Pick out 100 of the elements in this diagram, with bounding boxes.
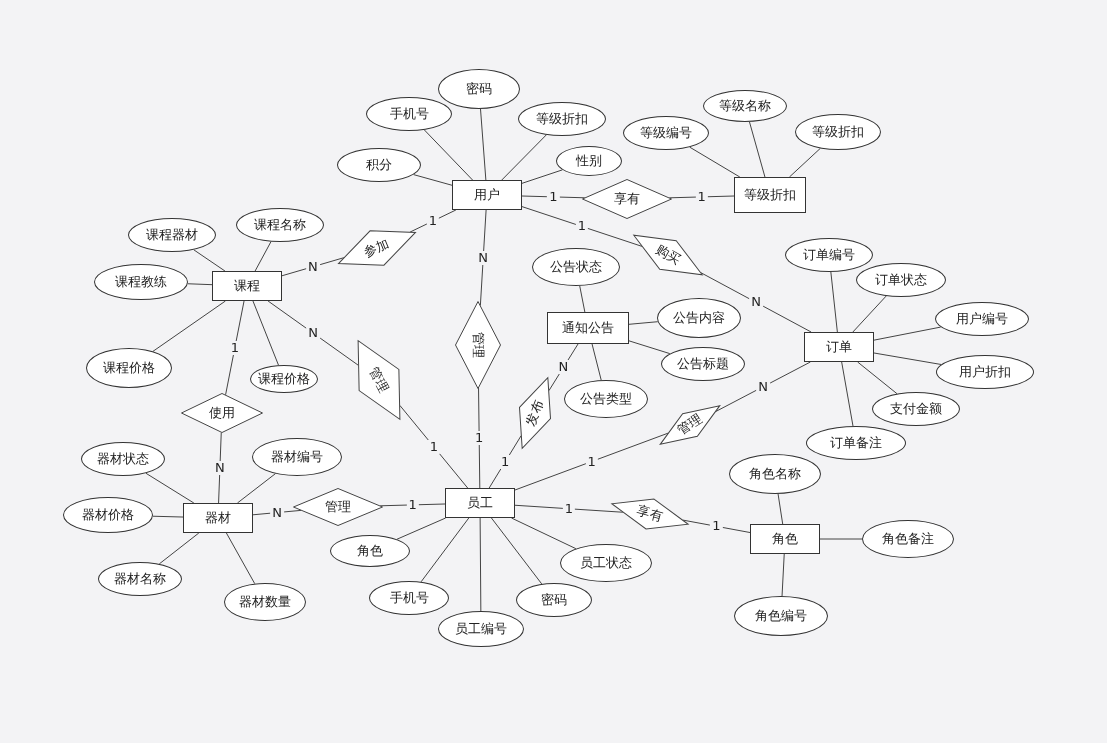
attribute-ellipse xyxy=(661,347,745,381)
connector-line xyxy=(478,387,481,489)
attribute-name: 订单状态 xyxy=(875,271,927,289)
relationship-diamond xyxy=(293,488,383,526)
connector-line xyxy=(413,174,453,186)
attribute-name: 器材数量 xyxy=(239,593,291,611)
connector-line xyxy=(225,532,256,585)
connector-line xyxy=(521,206,643,247)
attribute-name: 公告内容 xyxy=(673,309,725,327)
attribute-name: 课程教练 xyxy=(115,273,167,291)
connector-line xyxy=(514,504,624,513)
attribute-ellipse xyxy=(806,426,906,460)
attribute-name: 角色备注 xyxy=(882,530,934,548)
connector-line xyxy=(187,283,213,286)
attribute-name: 公告类型 xyxy=(580,390,632,408)
attribute-name: 器材名称 xyxy=(114,570,166,588)
entity-box xyxy=(547,312,629,344)
cardinality-label: 1 xyxy=(547,189,560,204)
entity-box xyxy=(804,332,874,362)
attribute-name: 角色 xyxy=(357,542,383,560)
entity-box xyxy=(212,271,282,301)
connector-line xyxy=(628,340,671,355)
attribute-name: 课程名称 xyxy=(254,216,306,234)
connector-line xyxy=(777,493,784,525)
connector-line xyxy=(579,285,586,313)
relationship-name: 管理 xyxy=(470,332,487,358)
connector-line xyxy=(479,517,482,612)
attribute-ellipse xyxy=(856,263,946,297)
attribute-name: 手机号 xyxy=(389,105,429,123)
attribute-ellipse xyxy=(438,69,520,109)
connector-line xyxy=(501,134,547,181)
cardinality-label: 1 xyxy=(585,454,598,469)
entity-name: 器材 xyxy=(205,509,231,527)
attribute-ellipse xyxy=(337,148,421,182)
attribute-name: 器材状态 xyxy=(97,450,149,468)
connector-line xyxy=(689,146,741,178)
cardinality-label: 1 xyxy=(562,501,576,516)
attribute-name: 器材价格 xyxy=(82,506,134,524)
connector-line xyxy=(480,108,487,181)
connector-line xyxy=(152,515,184,518)
relationship-name: 发布 xyxy=(522,397,547,429)
relationship-name: 管理 xyxy=(325,498,351,516)
entity-name: 用户 xyxy=(474,186,500,204)
connector-line xyxy=(521,169,563,184)
cardinality-label: 1 xyxy=(426,214,440,228)
cardinality-label: 1 xyxy=(473,430,486,445)
attribute-name: 性别 xyxy=(576,152,602,170)
attribute-ellipse xyxy=(516,583,592,617)
relationship-diamond xyxy=(582,179,672,219)
attribute-name: 密码 xyxy=(466,80,492,98)
attribute-name: 员工状态 xyxy=(580,554,632,572)
connector-line xyxy=(682,519,751,533)
connector-line xyxy=(852,295,887,333)
attribute-name: 订单编号 xyxy=(803,246,855,264)
connector-line xyxy=(236,473,276,504)
connector-line xyxy=(873,326,942,341)
cardinality-label: N xyxy=(306,326,320,341)
cardinality-label: N xyxy=(270,505,284,520)
attribute-ellipse xyxy=(438,611,524,647)
attribute-name: 公告标题 xyxy=(677,355,729,373)
connector-line xyxy=(628,321,659,325)
relationship-name: 参加 xyxy=(361,234,393,262)
attribute-name: 等级折扣 xyxy=(536,110,588,128)
connector-line xyxy=(152,300,226,352)
attribute-name: 角色名称 xyxy=(749,465,801,483)
connector-line xyxy=(396,517,447,540)
relationship-diamond xyxy=(455,301,501,389)
cardinality-label: 1 xyxy=(406,497,419,512)
relationship-name: 购买 xyxy=(652,240,684,270)
attribute-name: 密码 xyxy=(541,591,567,609)
connector-line xyxy=(514,432,669,491)
attribute-ellipse xyxy=(556,146,622,176)
attribute-name: 积分 xyxy=(366,156,392,174)
relationship-name: 享有 xyxy=(635,501,665,527)
entity-name: 角色 xyxy=(772,530,798,548)
connector-line xyxy=(423,129,474,181)
relationship-name: 使用 xyxy=(209,404,235,422)
connector-line xyxy=(830,271,838,333)
connector-line xyxy=(252,509,302,516)
relationship-name: 管理 xyxy=(365,364,394,396)
attribute-ellipse xyxy=(785,238,873,272)
cardinality-label: 1 xyxy=(695,189,708,204)
cardinality-label: N xyxy=(306,259,320,274)
connector-line xyxy=(841,361,854,427)
attribute-name: 等级编号 xyxy=(640,124,692,142)
attribute-name: 手机号 xyxy=(389,589,429,607)
cardinality-label: N xyxy=(749,295,763,310)
attribute-ellipse xyxy=(366,97,452,131)
attribute-name: 支付金额 xyxy=(890,400,942,418)
connector-line xyxy=(490,517,543,585)
entity-box xyxy=(750,524,820,554)
attribute-ellipse xyxy=(936,355,1034,389)
attribute-name: 等级名称 xyxy=(719,97,771,115)
entity-box xyxy=(445,488,515,518)
attribute-name: 课程价格 xyxy=(103,359,155,377)
relationship-name: 管理 xyxy=(674,410,706,440)
attribute-name: 公告状态 xyxy=(550,258,602,276)
entity-name: 等级折扣 xyxy=(744,186,796,204)
cardinality-label: 1 xyxy=(498,454,512,469)
connector-line xyxy=(873,352,942,365)
